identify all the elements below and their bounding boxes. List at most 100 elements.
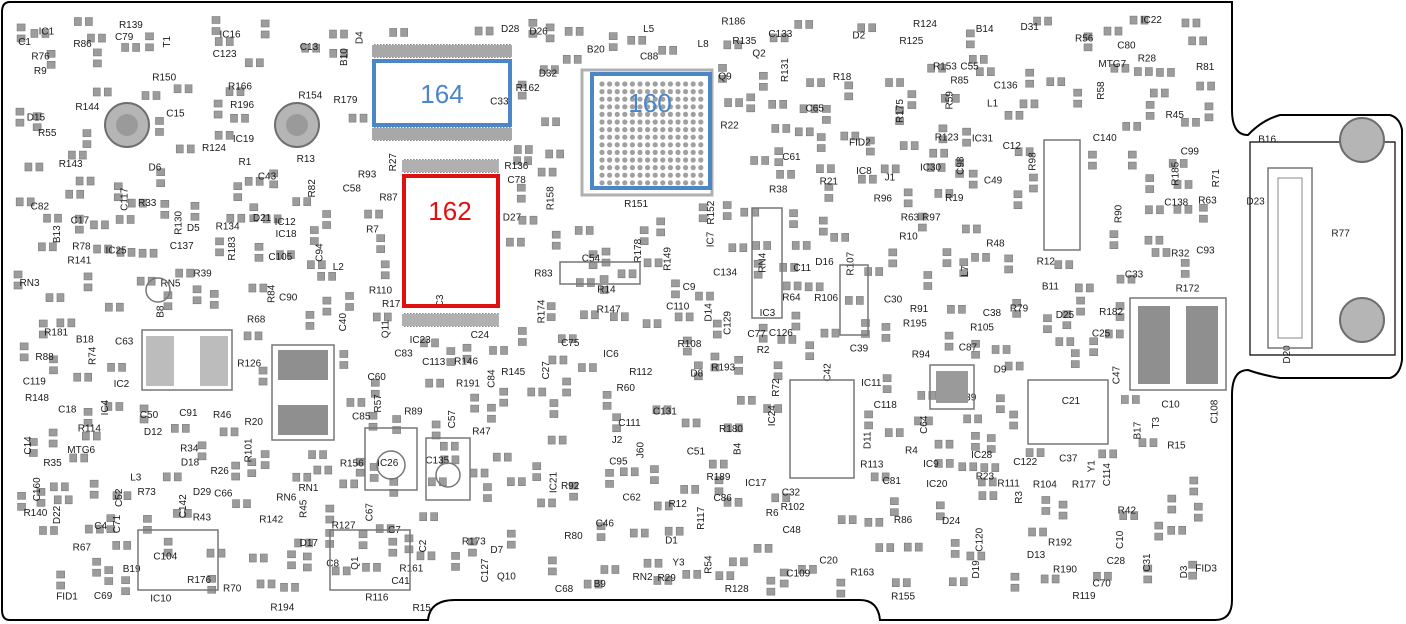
ref-label: D8 [690,369,703,380]
ref-label: R172 [1176,283,1200,294]
ref-label: C90 [279,292,298,303]
ref-label: R125 [899,36,923,47]
ref-label: R12 [1037,256,1056,267]
ref-label: R63 [1198,196,1217,207]
ref-label: R124 [202,143,226,154]
ref-label: R10 [899,232,918,243]
ref-label: L5 [643,24,655,35]
ref-label: D16 [815,257,834,268]
ref-label: R22 [720,120,739,131]
ref-label: D13 [1027,550,1046,561]
ref-label: C60 [368,372,387,383]
ref-label: Y1 [1087,460,1098,473]
ref-label: R46 [213,410,232,421]
ref-label: C119 [23,377,47,388]
ref-label: C41 [391,576,410,587]
ref-label: C65 [806,103,825,114]
ref-label: D9 [994,365,1007,376]
ref-label: R71 [1211,169,1222,188]
ref-label: R33 [138,198,157,209]
ref-label: R113 [860,460,884,471]
ref-label: C69 [94,591,113,602]
ref-label: FID1 [56,592,78,603]
ref-label: C86 [714,493,733,504]
ref-label: C113 [422,357,446,368]
ref-label: C67 [365,503,376,522]
ref-label: R84 [267,284,278,303]
ref-label: R126 [237,358,261,369]
ref-label: R162 [516,83,540,94]
ref-label: R107 [845,251,856,275]
ref-label: R26 [211,466,230,477]
callout-162-label: 162 [428,196,471,226]
ref-label: R28 [1138,53,1157,64]
ref-label: IC17 [745,478,767,489]
ref-label: C25 [1092,328,1111,339]
ref-label: R77 [1331,228,1350,239]
ref-label: IC31 [972,134,994,145]
ref-label: R92 [561,481,580,492]
ref-label: R34 [180,443,199,454]
ref-label: R12 [668,499,687,510]
ref-label: C95 [609,457,628,468]
ref-label: R21 [820,177,839,188]
ref-label: B18 [76,335,94,346]
ref-label: Q2 [752,48,766,59]
ref-label: C4 [94,521,107,532]
ref-label: C15 [166,108,185,119]
ref-label: IC21 [548,472,559,494]
ref-label: R180 [719,424,743,435]
ref-label: R130 [173,210,184,234]
ref-label: IC4 [100,399,111,415]
callouts: 164 160 162 [372,59,712,308]
ref-label: R195 [903,318,927,329]
ref-label: B14 [976,24,994,35]
ref-label: Q11 [381,320,392,339]
ref-label: R63 [901,213,920,224]
ref-label: D21 [253,213,272,224]
ref-label: C122 [1013,457,1037,468]
ref-label: R14 [597,284,616,295]
ref-label: C55 [960,62,979,73]
ref-label: C99 [1181,146,1200,157]
ref-label: R23 [976,471,995,482]
ref-label: R123 [935,132,959,143]
ref-label: IC18 [275,229,297,240]
ref-label: R166 [228,82,252,93]
ref-label: R54 [704,555,715,574]
ref-label: R43 [193,512,212,523]
ref-label: D28 [501,24,520,35]
ref-label: R27 [388,153,399,172]
ref-label: R136 [504,161,528,172]
ref-label: R155 [891,592,915,603]
ref-label: C98 [955,156,966,175]
ref-label: B16 [1258,134,1276,145]
ref-label: C10 [1115,530,1126,549]
ref-label: C108 [1209,399,1220,423]
ref-label: R140 [23,508,47,519]
ref-label: R13 [297,154,316,165]
ref-label: RN2 [633,572,653,583]
ref-label: FID3 [1195,564,1217,575]
ref-label: D32 [539,69,558,80]
ref-label: R19 [945,193,964,204]
ref-label: R147 [597,305,621,316]
ref-label: R177 [1072,479,1096,490]
ref-label: R146 [454,356,478,367]
ref-label: R196 [230,100,254,111]
ref-label: R117 [696,506,707,530]
ref-label: C123 [213,49,237,60]
ref-label: R163 [850,568,874,579]
ref-label: D19 [971,560,982,579]
ref-label: D26 [529,26,548,37]
ref-label: C85 [352,412,371,423]
ref-label: R38 [769,184,788,195]
ref-label: R110 [369,285,393,296]
ref-label: R88 [35,352,54,363]
ref-label: IC25 [105,246,127,257]
ref-label: C94 [315,243,326,262]
ref-label: Q1 [350,556,361,570]
ref-label: IC12 [275,217,297,228]
ref-label: C39 [850,343,869,354]
